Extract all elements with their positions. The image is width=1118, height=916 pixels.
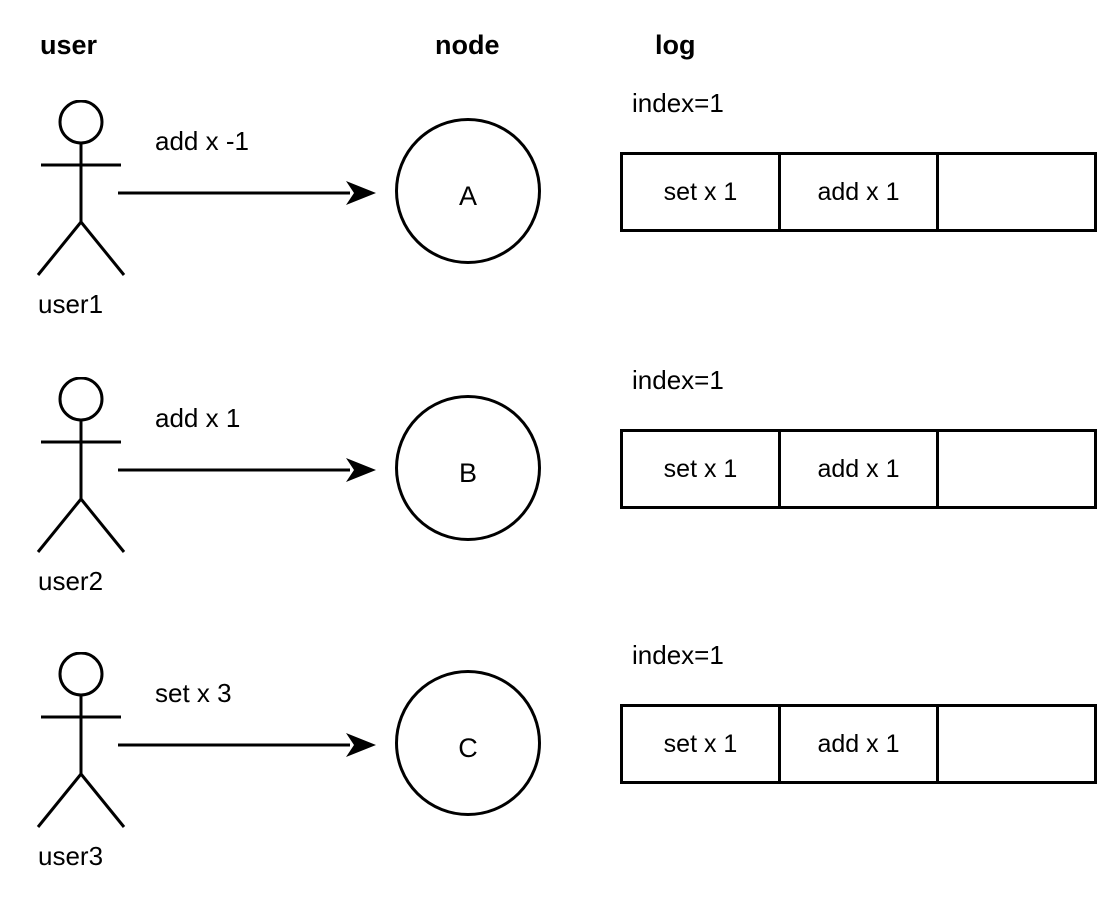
log-entry-cell: set x 1 bbox=[623, 432, 781, 506]
log-index-label: index=1 bbox=[632, 88, 724, 118]
node-letter-label: A bbox=[458, 180, 477, 211]
arrow-command-label: add x -1 bbox=[155, 126, 249, 156]
log-entry-cell-empty bbox=[939, 432, 1094, 506]
arrow-command-label: add x 1 bbox=[155, 403, 241, 433]
actor-label: user3 bbox=[38, 841, 104, 871]
arrow-right-icon bbox=[118, 176, 380, 210]
node-letter-label: B bbox=[458, 457, 477, 488]
stick-figure-icon bbox=[30, 100, 140, 285]
log-entry-cell: add x 1 bbox=[781, 155, 939, 229]
log-index-label: index=1 bbox=[632, 365, 724, 395]
log-entry-cell: set x 1 bbox=[623, 155, 781, 229]
node-circle: C bbox=[395, 670, 541, 816]
column-header-node: node bbox=[435, 30, 500, 60]
column-header-log: log bbox=[655, 30, 696, 60]
log-index-label: index=1 bbox=[632, 640, 724, 670]
log-table: set x 1 add x 1 bbox=[620, 429, 1097, 509]
log-entry-cell-empty bbox=[939, 707, 1094, 781]
stick-figure-icon bbox=[30, 652, 140, 837]
log-entry-cell: add x 1 bbox=[781, 707, 939, 781]
arrow-right-icon bbox=[118, 728, 380, 762]
node-circle: A bbox=[395, 118, 541, 264]
log-entry-cell: set x 1 bbox=[623, 707, 781, 781]
actor-label: user1 bbox=[38, 289, 104, 319]
log-entry-cell: add x 1 bbox=[781, 432, 939, 506]
node-circle: B bbox=[395, 395, 541, 541]
node-letter-label: C bbox=[458, 732, 478, 763]
log-entry-cell-empty bbox=[939, 155, 1094, 229]
arrow-right-icon bbox=[118, 453, 380, 487]
log-table: set x 1 add x 1 bbox=[620, 152, 1097, 232]
log-table: set x 1 add x 1 bbox=[620, 704, 1097, 784]
arrow-command-label: set x 3 bbox=[155, 678, 232, 708]
actor-label: user2 bbox=[38, 566, 104, 596]
stick-figure-icon bbox=[30, 377, 140, 562]
column-header-user: user bbox=[40, 30, 98, 60]
